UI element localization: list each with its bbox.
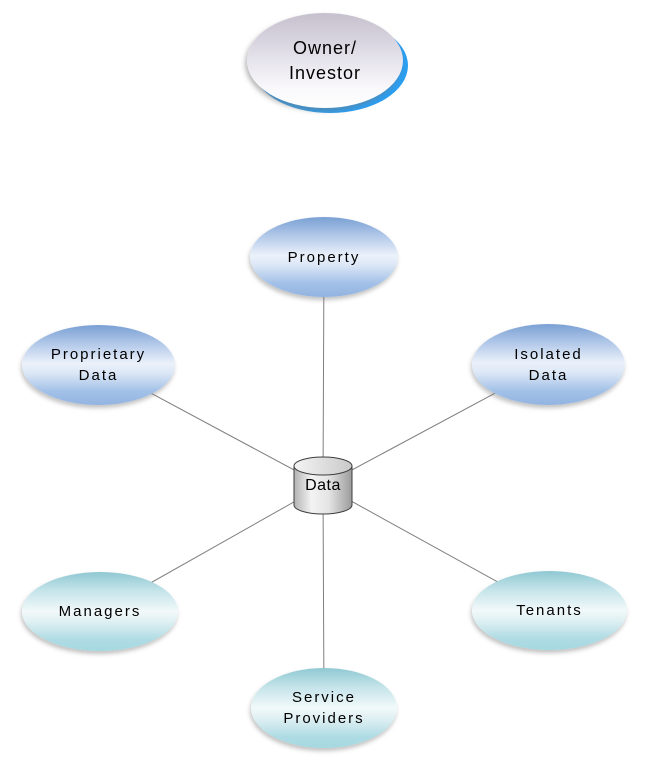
node-property: Property (250, 217, 398, 297)
node-label: Proprietary Data (51, 344, 146, 386)
node-data-cylinder (293, 456, 353, 515)
data-cylinder-label: Data (305, 477, 341, 494)
node-label: Owner/ Investor (289, 36, 361, 86)
node-label-line: Tenants (516, 602, 583, 619)
node-label-line: Data (528, 366, 569, 384)
node-label: Managers (59, 601, 142, 622)
node-isolated-data: Isolated Data (472, 324, 625, 405)
node-owner-investor: Owner/ Investor (247, 13, 403, 108)
node-service-providers: Service Providers (251, 668, 397, 748)
node-label: Property (288, 247, 361, 268)
node-label: Isolated Data (514, 344, 583, 386)
node-label-line: Owner/ (292, 37, 358, 58)
node-label-line: Managers (58, 603, 142, 620)
node-label-line: Data (78, 367, 119, 384)
node-managers: Managers (22, 572, 178, 651)
node-label-line: Property (287, 248, 361, 266)
database-cylinder-icon (293, 456, 353, 515)
node-label-line: Providers (283, 710, 365, 727)
node-label-line: Investor (288, 62, 362, 83)
node-label: Tenants (516, 600, 583, 621)
node-proprietary-data: Proprietary Data (22, 325, 175, 405)
node-label: Service Providers (283, 687, 364, 729)
node-label-line: Proprietary (50, 346, 147, 363)
node-tenants: Tenants (472, 571, 627, 650)
node-label-line: Isolated (514, 345, 583, 363)
node-label-line: Service (291, 689, 356, 706)
